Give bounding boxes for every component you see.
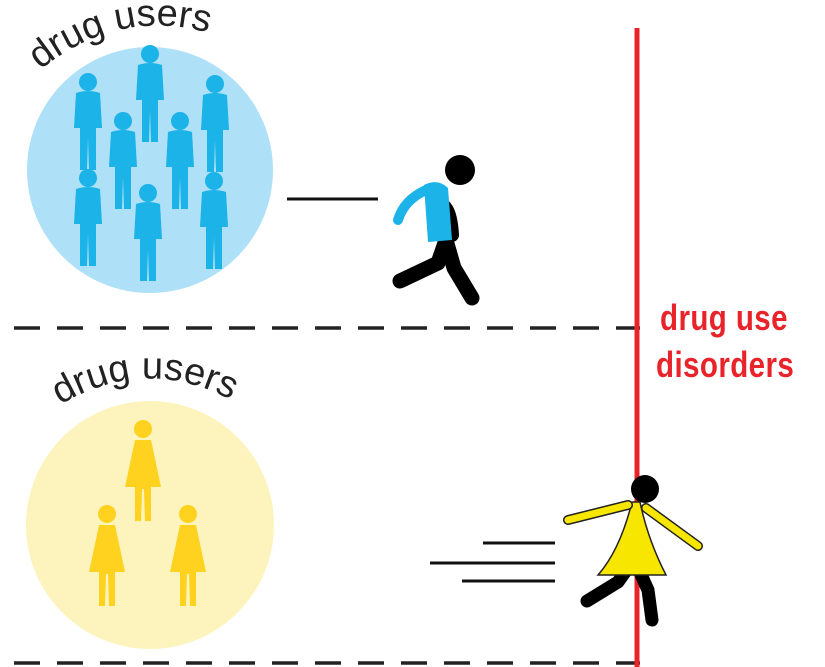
- bottom-runner-figure: [563, 475, 703, 627]
- threshold-label-line2: disorders: [656, 344, 795, 385]
- bottom-group-circle: [26, 401, 274, 649]
- speed-lines: [430, 541, 555, 583]
- top-runner-figure: [392, 155, 480, 306]
- threshold-label-line1: drug use: [660, 297, 788, 338]
